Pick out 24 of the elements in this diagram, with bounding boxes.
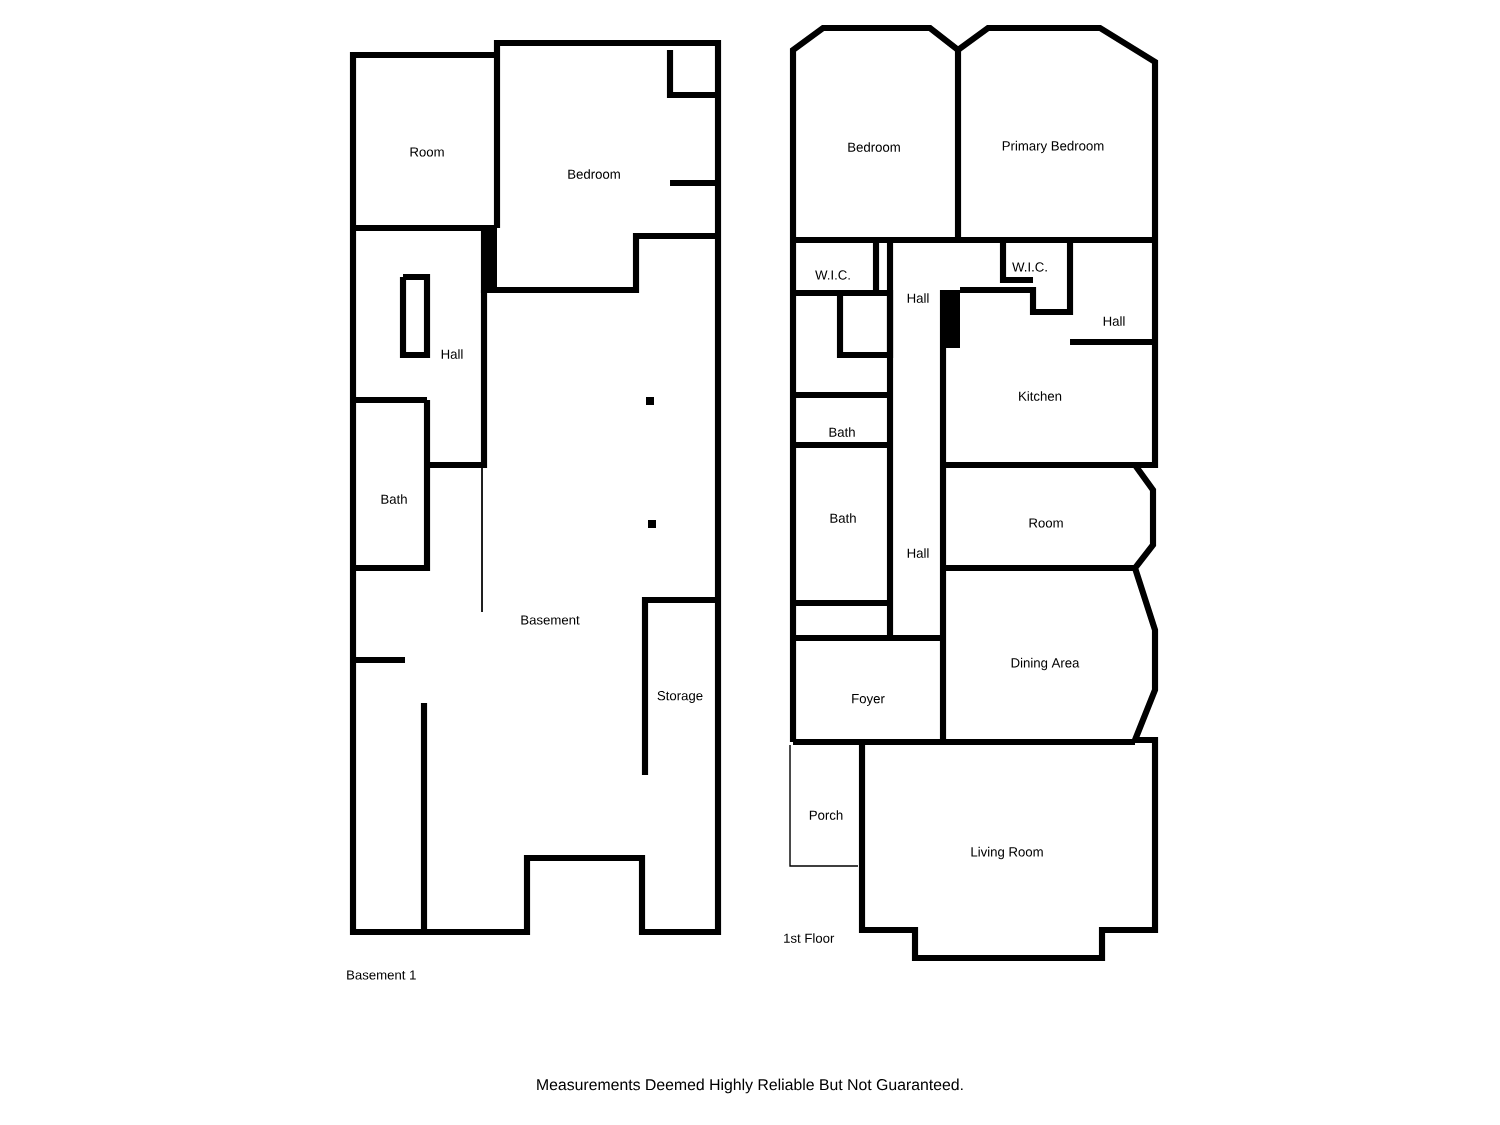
- room-label: Bedroom: [848, 142, 900, 152]
- room-label: Room: [1029, 518, 1063, 528]
- room-label: Bath: [381, 494, 407, 504]
- floor-label: 1st Floor: [784, 933, 835, 943]
- room-label: Primary Bedroom: [1002, 140, 1104, 154]
- room-label: Storage: [657, 691, 703, 703]
- room-label: Bedroom: [568, 169, 620, 179]
- room-label: Hall: [441, 349, 463, 359]
- room-label: Foyer: [852, 694, 885, 706]
- room-label: Bath: [829, 427, 855, 437]
- footer-note: Measurements Deemed Highly Reliable But Not Guaranteed.: [537, 1078, 963, 1094]
- room-label: Dining Area: [1011, 657, 1080, 671]
- room-label: Living Room: [971, 846, 1043, 860]
- room-label: Hall: [907, 293, 929, 303]
- room-label: Room: [410, 147, 444, 157]
- floor-label: Basement 1: [347, 970, 416, 980]
- room-label: Hall: [1103, 316, 1125, 326]
- room-label: Kitchen: [1019, 391, 1062, 401]
- room-label: W.I.C.: [1012, 262, 1047, 272]
- room-label: W.I.C.: [815, 270, 850, 280]
- room-label: Bath: [830, 513, 856, 523]
- room-label: Basement: [521, 615, 580, 625]
- room-label: Porch: [809, 810, 843, 820]
- room-label: Hall: [907, 548, 929, 558]
